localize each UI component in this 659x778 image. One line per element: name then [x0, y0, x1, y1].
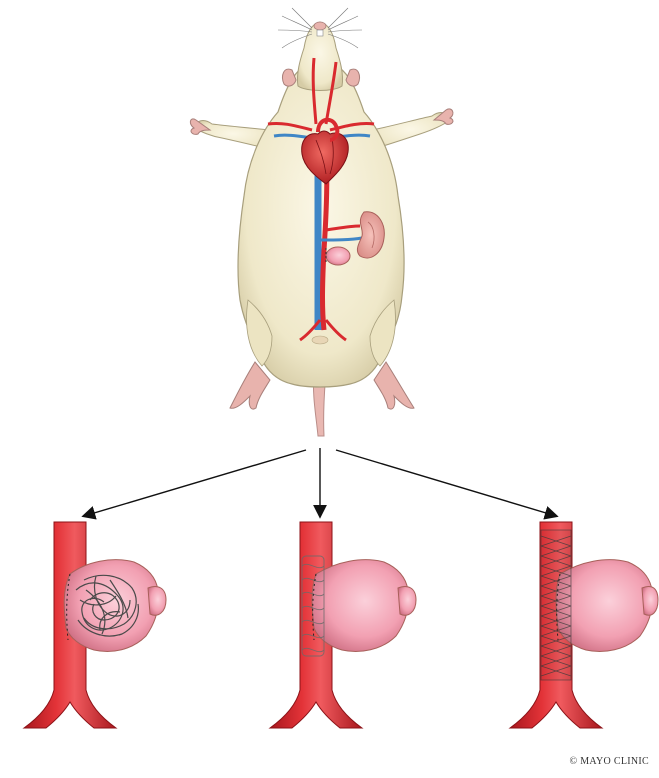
- panel-right-aneurysm-tip: [642, 587, 658, 616]
- rat: [190, 8, 453, 436]
- panel-left-aneurysm-tip: [148, 587, 166, 616]
- rat-teeth: [317, 30, 323, 36]
- rat-left-ear: [282, 69, 296, 86]
- copyright-notice: © MAYO CLINIC: [570, 756, 649, 767]
- rat-genital: [312, 336, 328, 344]
- panel-right: [510, 522, 658, 728]
- arrows: [84, 448, 556, 516]
- arrow-right: [336, 450, 556, 516]
- rat-right-ear: [346, 69, 360, 86]
- panel-left-aneurysm: [64, 560, 158, 652]
- arrow-left: [84, 450, 306, 516]
- panel-center: [270, 522, 416, 728]
- panel-center-aneurysm-tip: [398, 587, 416, 616]
- rat-left-hindfoot: [230, 362, 270, 409]
- rat-nose: [314, 22, 326, 30]
- panel-center-aneurysm: [312, 560, 409, 652]
- rat-right-hindfoot: [374, 362, 414, 409]
- panel-left: [24, 522, 166, 728]
- stent-mesh: [541, 530, 571, 680]
- rat-aneurysm-pouch: [326, 247, 350, 265]
